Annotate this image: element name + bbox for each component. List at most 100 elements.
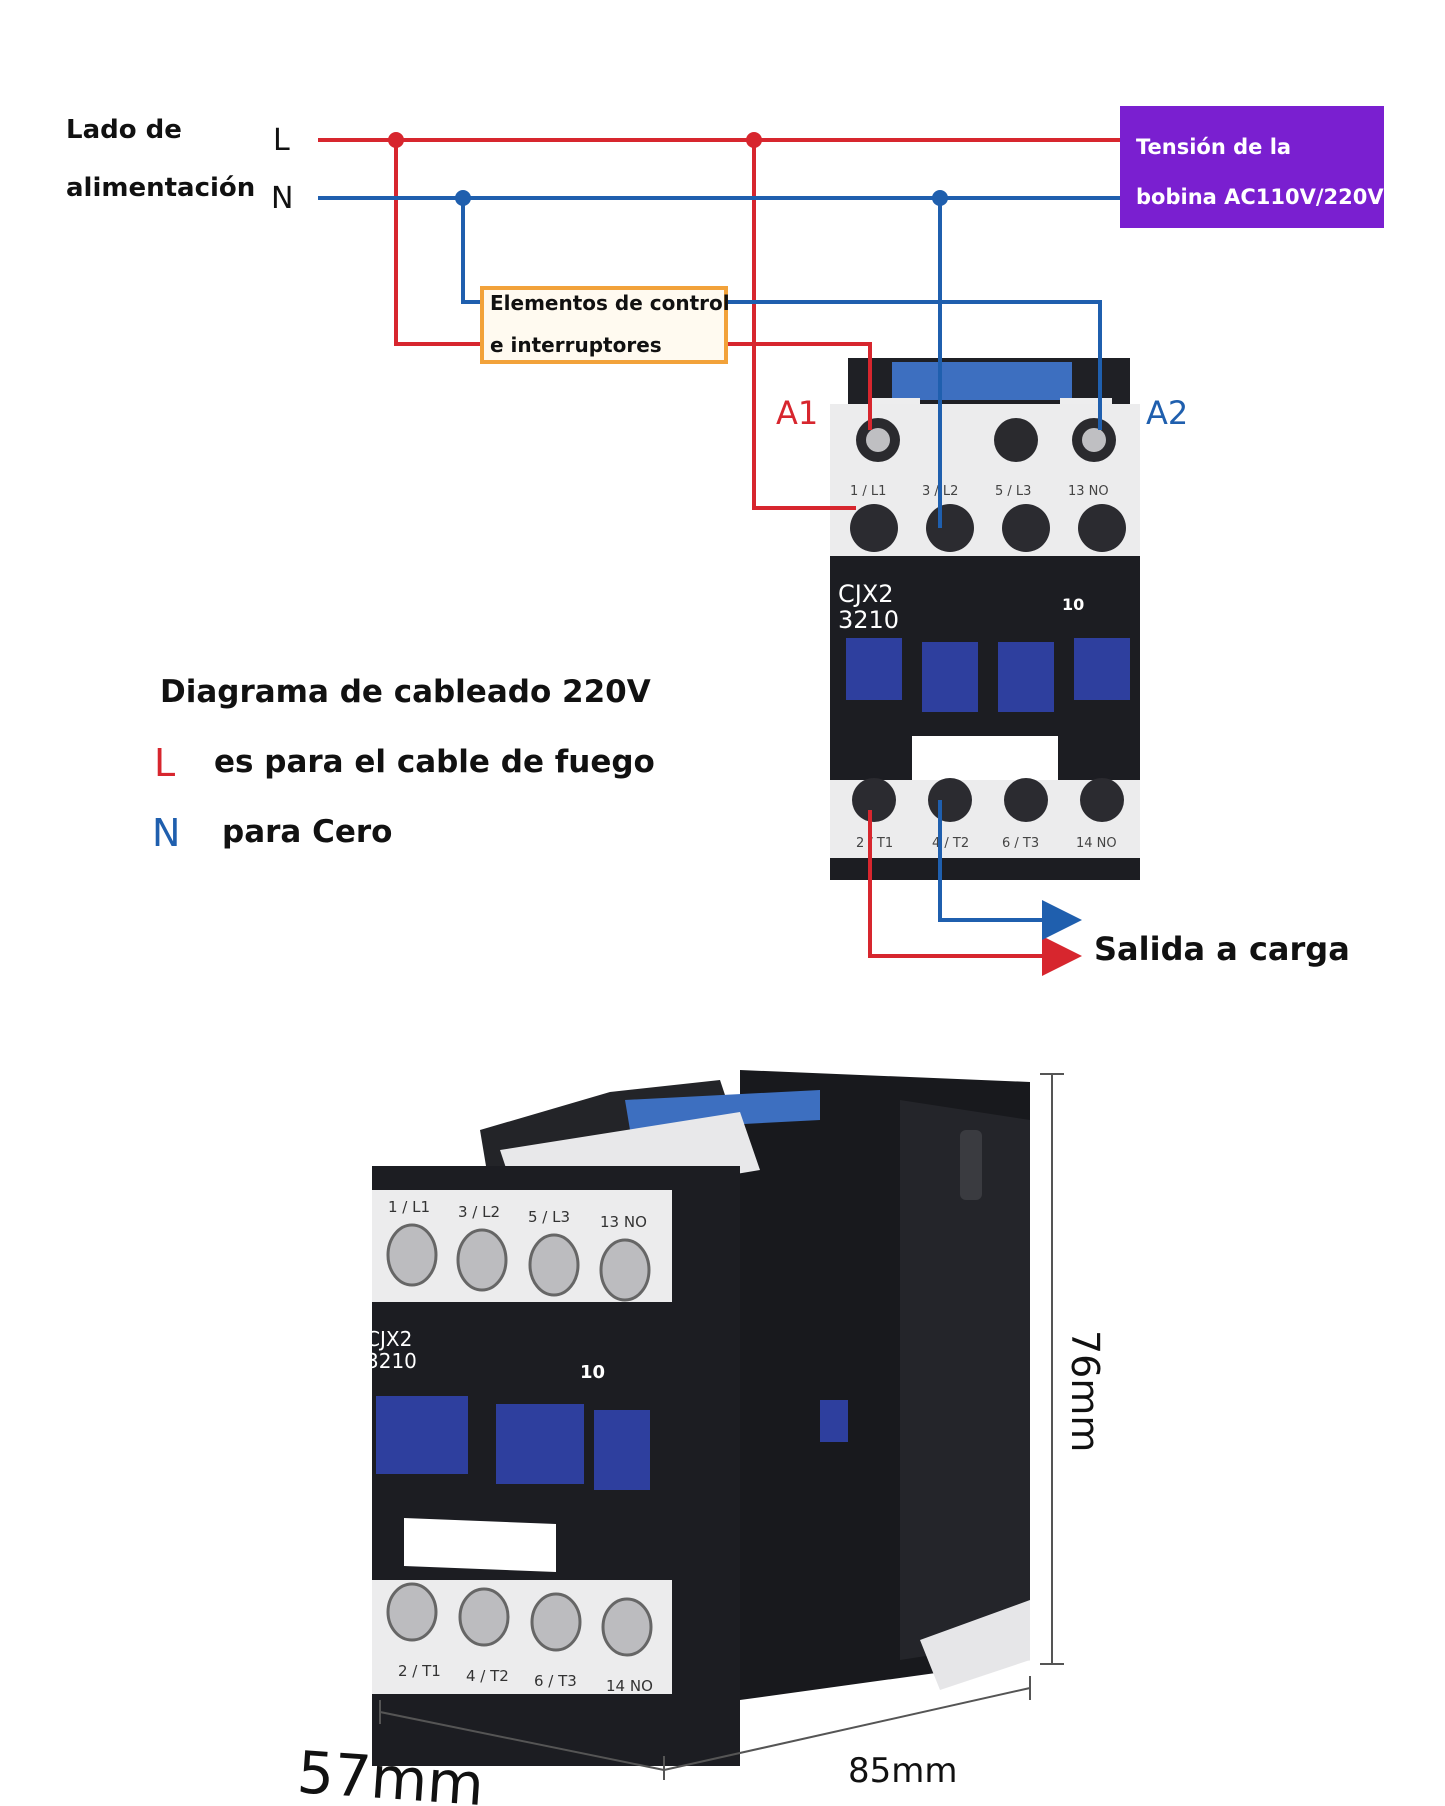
product-blue-slider-2 <box>496 1404 584 1484</box>
load-output-line <box>868 810 1082 976</box>
top-terminal-label-3: 5 / L3 <box>995 484 1031 499</box>
supply-label: Lado de alimentación <box>66 115 255 203</box>
line-wires <box>318 138 1120 976</box>
width-dimension-line <box>663 1687 1031 1771</box>
product-label-window <box>404 1518 556 1572</box>
product-terminal-13-screw <box>599 1238 651 1302</box>
top-terminal-label-4: 13 NO <box>1068 484 1109 499</box>
terminal-4-screw <box>928 778 972 822</box>
supply-label-line1: Lado de <box>66 115 182 145</box>
depth-dimension-line <box>379 1711 665 1771</box>
dimension-lines <box>379 1073 1064 1780</box>
line-to-control <box>394 140 480 346</box>
product-terminal-1-screw <box>386 1223 438 1287</box>
product-terminal-5-screw <box>528 1233 580 1297</box>
control-box: Elementos de control e interruptores <box>480 286 730 364</box>
load-output-label: Salida a carga <box>1094 930 1350 968</box>
product-bottom-label-2: 4 / T2 <box>466 1667 509 1685</box>
load-output-neutral <box>938 800 1082 940</box>
a1-label: A1 <box>776 394 818 432</box>
blue-slider-3 <box>998 642 1054 712</box>
terminal-6-screw <box>1004 778 1048 822</box>
legend-title: Diagrama de cableado 220V <box>160 674 651 710</box>
product-coil-rating-label <box>625 1090 820 1130</box>
label-window <box>912 736 1058 788</box>
product-side-window <box>820 1400 848 1442</box>
contact-code: 10 <box>1062 595 1084 614</box>
depth-dimension-label: 57mm <box>295 1738 486 1806</box>
product-model-line2: 3210 <box>366 1349 417 1373</box>
top-terminal-label-1: 1 / L1 <box>850 484 886 499</box>
product-blue-slider-3 <box>594 1410 650 1490</box>
legend-n-text: para Cero <box>222 814 392 850</box>
neutral-to-control <box>461 198 480 304</box>
model-line2: 3210 <box>838 606 899 634</box>
product-bottom-label-3: 6 / T3 <box>534 1672 577 1690</box>
terminal-3-screw <box>926 504 974 552</box>
line-letter: L <box>273 123 290 158</box>
control-to-a1 <box>726 342 872 430</box>
legend-l-letter: L <box>154 741 175 785</box>
line-to-terminal-1 <box>752 140 856 510</box>
product-side-slot <box>960 1130 982 1200</box>
product-top-label-4: 13 NO <box>600 1213 647 1231</box>
product-terminal-4-screw <box>458 1587 510 1647</box>
height-dimension-label: 76mm <box>1063 1330 1107 1452</box>
product-side-rail <box>900 1100 1030 1660</box>
product-top-label-1: 1 / L1 <box>388 1198 430 1216</box>
center-screw <box>994 418 1038 462</box>
product-top-label-2: 3 / L2 <box>458 1203 500 1221</box>
legend: Diagrama de cableado 220V L es para el c… <box>152 674 655 855</box>
junction-neutral-2 <box>932 190 948 206</box>
product-model-line1: CJX2 <box>366 1327 412 1351</box>
a2-screw-head <box>1082 428 1106 452</box>
coil-voltage-line2: bobina AC110V/220V <box>1136 185 1384 209</box>
coil-voltage-box: Tensión de la bobina AC110V/220V <box>1120 106 1384 228</box>
product-contact-code: 10 <box>580 1362 605 1383</box>
a1-screw-head <box>866 428 890 452</box>
blue-slider-2 <box>922 642 978 712</box>
legend-n-letter: N <box>152 811 180 855</box>
control-box-frame <box>480 286 728 364</box>
contactor-top-image: 1 / L1 3 / L2 5 / L3 13 NO CJX2 3210 10 … <box>830 358 1140 880</box>
contactor-product-image: 1 / L1 3 / L2 5 / L3 13 NO CJX2 3210 10 … <box>366 1070 1030 1766</box>
terminal-14-screw <box>1080 778 1124 822</box>
bottom-terminal-label-2: 4 / T2 <box>932 836 969 851</box>
a2-label: A2 <box>1146 394 1188 432</box>
product-terminal-14-screw <box>601 1597 653 1657</box>
coil-voltage-box-frame <box>1120 106 1384 228</box>
coil-rating-label <box>892 362 1072 400</box>
product-din-clip <box>920 1600 1030 1690</box>
terminal-13-screw <box>1078 504 1126 552</box>
bottom-terminal-label-1: 2 / T1 <box>856 836 893 851</box>
bottom-terminal-label-3: 6 / T3 <box>1002 836 1039 851</box>
junction-line-2 <box>746 132 762 148</box>
terminal-5-screw <box>1002 504 1050 552</box>
junction-line-1 <box>388 132 404 148</box>
junction-neutral-1 <box>455 190 471 206</box>
terminal-1-screw <box>850 504 898 552</box>
supply-label-line2: alimentación <box>66 173 255 203</box>
product-terminal-2-screw <box>386 1582 438 1642</box>
contactor-base <box>830 858 1140 880</box>
product-bottom-label-1: 2 / T1 <box>398 1662 441 1680</box>
product-bottom-label-4: 14 NO <box>606 1677 653 1695</box>
width-dimension-label: 85mm <box>848 1751 958 1791</box>
product-top-label-3: 5 / L3 <box>528 1208 570 1226</box>
product-terminal-3-screw <box>456 1228 508 1292</box>
legend-l-text: es para el cable de fuego <box>214 744 655 780</box>
model-line1: CJX2 <box>838 580 894 608</box>
bottom-terminal-label-4: 14 NO <box>1076 836 1117 851</box>
control-to-a2 <box>726 300 1102 430</box>
product-terminal-6-screw <box>530 1592 582 1652</box>
product-blue-slider-1 <box>376 1396 468 1474</box>
neutral-letter: N <box>271 181 293 216</box>
control-box-line2: e interruptores <box>490 333 662 357</box>
junction-dots <box>388 132 948 206</box>
control-box-line1: Elementos de control <box>490 291 730 315</box>
terminal-2-screw <box>852 778 896 822</box>
coil-voltage-line1: Tensión de la <box>1136 135 1291 159</box>
blue-slider-1 <box>846 638 902 700</box>
neutral-wires <box>318 196 1120 940</box>
